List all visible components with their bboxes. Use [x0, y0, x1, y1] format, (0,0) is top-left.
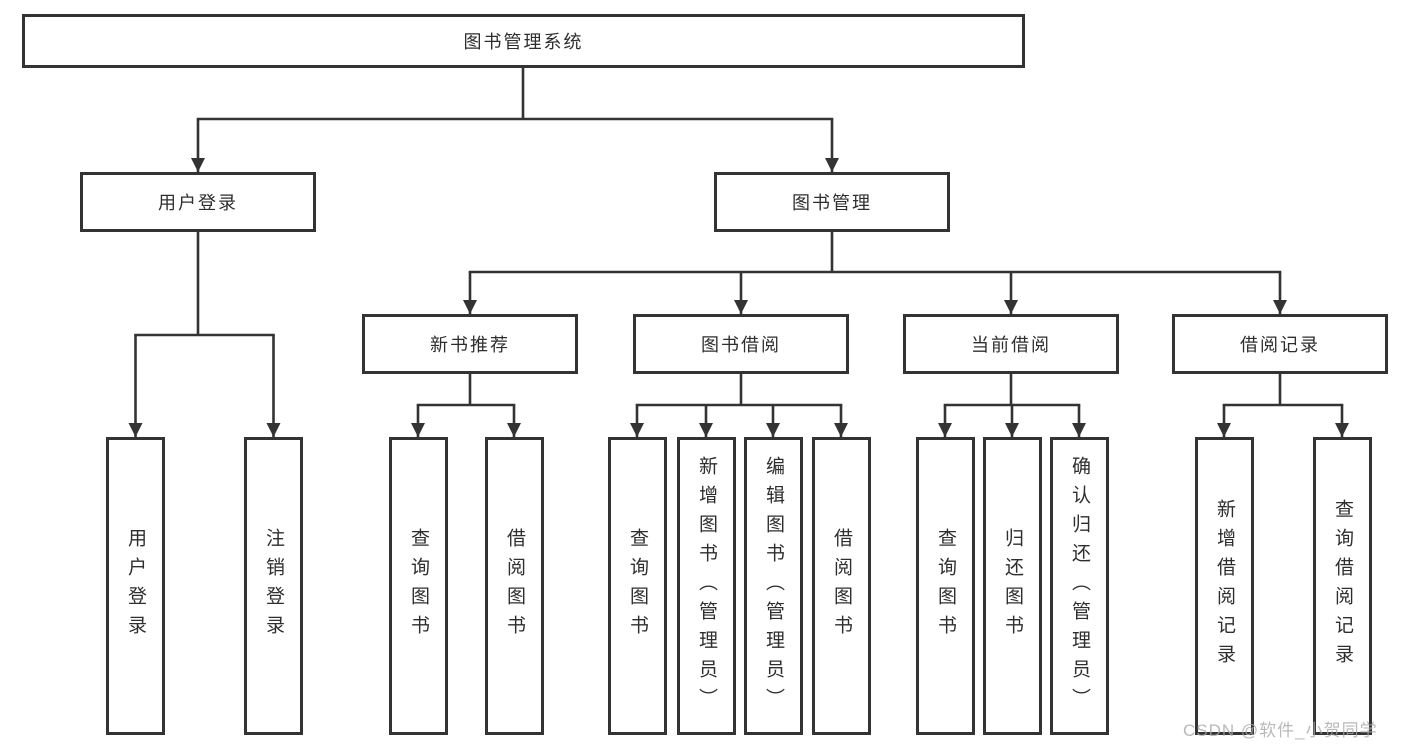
leaf-label: 查询图书 [935, 528, 956, 644]
node-new-book-recommend: 新书推荐 [362, 314, 578, 374]
node-root-system: 图书管理系统 [22, 14, 1025, 68]
leaf-label: 用户登录 [125, 528, 146, 644]
leaf-label: 查询借阅记录 [1332, 499, 1353, 673]
connector-user-login-to-leaves [128, 232, 281, 437]
leaf-label: 查询图书 [627, 528, 648, 644]
node-leaf-nbr-query-books: 查询图书 [389, 437, 448, 735]
node-leaf-bb-query-books: 查询图书 [608, 437, 667, 735]
leaf-label: 编辑图书（管理员） [763, 455, 784, 717]
node-leaf-br-query-record: 查询借阅记录 [1313, 437, 1372, 735]
node-leaf-cb-confirm-return-admin: 确认归还（管理员） [1050, 437, 1109, 735]
connector-borrow-records-to-leaves [1217, 374, 1349, 437]
node-user-login: 用户登录 [80, 172, 316, 232]
node-leaf-logout-login: 注销登录 [244, 437, 303, 735]
node-leaf-bb-add-books-admin: 新增图书（管理员） [677, 437, 736, 735]
leaf-label: 借阅图书 [831, 528, 852, 644]
node-leaf-bb-borrow-books: 借阅图书 [812, 437, 871, 735]
node-leaf-br-add-record: 新增借阅记录 [1195, 437, 1254, 735]
leaf-label: 新增借阅记录 [1214, 499, 1235, 673]
connector-new-books-to-leaves [411, 374, 521, 437]
node-leaf-user-login: 用户登录 [106, 437, 165, 735]
leaf-label: 归还图书 [1002, 528, 1023, 644]
connector-current-borrow-to-leaves [938, 374, 1086, 437]
leaf-label: 借阅图书 [504, 528, 525, 644]
leaf-label: 新增图书（管理员） [696, 455, 717, 717]
leaf-label: 查询图书 [408, 528, 429, 644]
node-leaf-cb-query-books: 查询图书 [916, 437, 975, 735]
watermark: CSDN @软件_小贺同学 [1183, 721, 1378, 740]
leaf-label: 确认归还（管理员） [1069, 455, 1090, 717]
node-book-management: 图书管理 [714, 172, 950, 232]
connector-book-borrow-to-leaves [630, 374, 848, 437]
node-leaf-bb-edit-books-admin: 编辑图书（管理员） [744, 437, 803, 735]
node-current-borrow: 当前借阅 [903, 314, 1119, 374]
node-book-borrow: 图书借阅 [633, 314, 849, 374]
node-borrow-records: 借阅记录 [1172, 314, 1388, 374]
leaf-label: 注销登录 [263, 528, 284, 644]
node-leaf-nbr-borrow-books: 借阅图书 [485, 437, 544, 735]
connector-root-to-level2 [191, 68, 839, 172]
connector-book-mgmt-to-level3 [463, 232, 1287, 314]
node-leaf-cb-return-books: 归还图书 [983, 437, 1042, 735]
